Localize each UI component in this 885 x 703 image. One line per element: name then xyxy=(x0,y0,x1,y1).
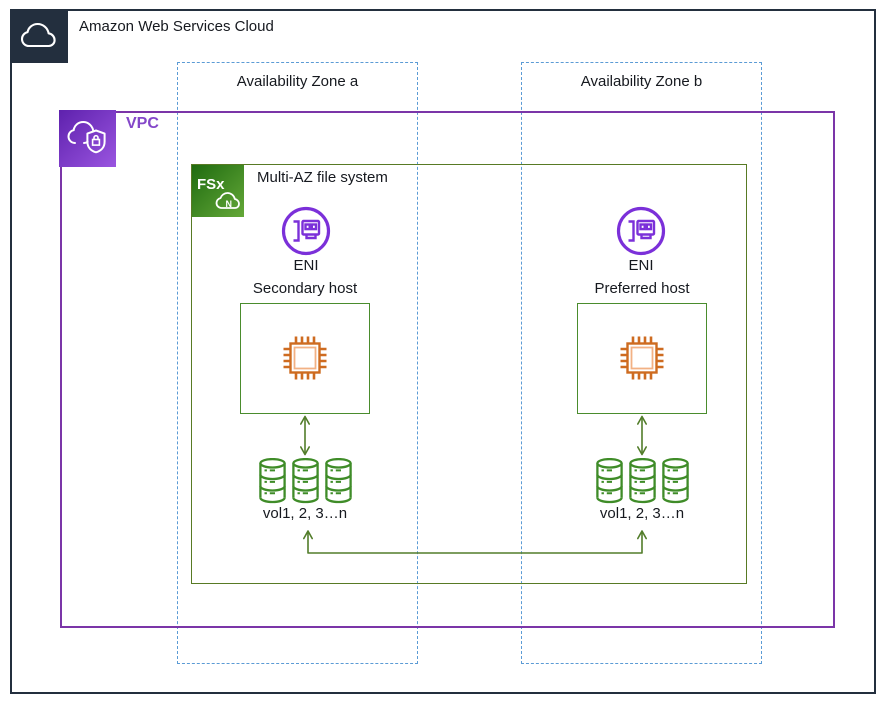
eni-label-left: ENI xyxy=(293,257,319,274)
volumes-label-right: vol1, 2, 3…n xyxy=(599,505,685,522)
host-chip-icon-right xyxy=(620,336,664,380)
aws-cloud-boundary xyxy=(10,9,876,694)
preferred-host-box xyxy=(577,303,707,414)
filesystem-label: Multi-AZ file system xyxy=(257,169,388,186)
filesystem-boundary xyxy=(191,164,747,584)
host-chip-icon-left xyxy=(283,336,327,380)
fsx-glyph: FSx N xyxy=(197,176,240,209)
volumes-label-left: vol1, 2, 3…n xyxy=(262,505,348,522)
vpc-label: VPC xyxy=(126,115,159,132)
aws-cloud-icon xyxy=(10,9,68,63)
secondary-host-label: Secondary host xyxy=(252,280,358,297)
availability-zone-a-boundary: Availability Zone a xyxy=(177,62,418,664)
volumes-icon-left xyxy=(259,458,352,504)
secondary-host-box xyxy=(240,303,370,414)
vpc-cloud-shield-glyph xyxy=(67,120,106,154)
svg-text:N: N xyxy=(226,199,233,209)
vpc-icon xyxy=(59,110,116,167)
vpc-boundary xyxy=(60,111,835,628)
eni-icon-left xyxy=(281,206,331,256)
cloud-glyph xyxy=(20,22,56,48)
svg-text:FSx: FSx xyxy=(197,176,225,193)
eni-label-right: ENI xyxy=(628,257,654,274)
preferred-host-label: Preferred host xyxy=(594,280,690,297)
availability-zone-b-label: Availability Zone b xyxy=(580,73,703,90)
volumes-icon-right xyxy=(596,458,689,504)
diagram-title: Amazon Web Services Cloud xyxy=(79,18,274,35)
eni-icon-right xyxy=(616,206,666,256)
availability-zone-b-boundary: Availability Zone b xyxy=(521,62,762,664)
fsx-ontap-icon: FSx N xyxy=(192,165,244,217)
availability-zone-a-label: Availability Zone a xyxy=(236,73,359,90)
